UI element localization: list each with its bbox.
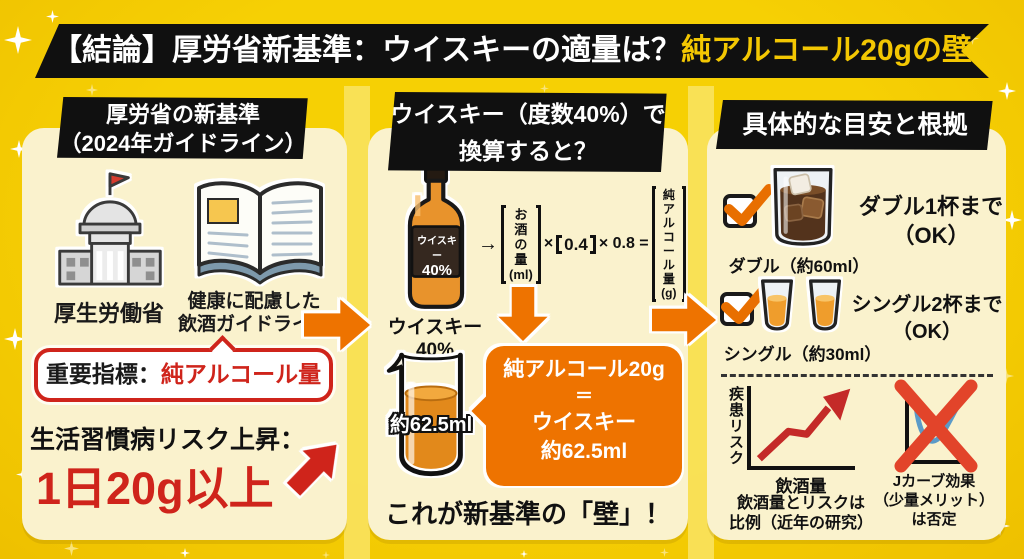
right-panel-header: 具体的な目安と根拠: [716, 100, 993, 150]
panel-conversion: ウイスキー 40% ウイスキー 40% → お酒の 量(ml) × 0.4: [368, 128, 688, 540]
page-title: 【結論】厚労省新基準：ウイスキーの適量は？: [52, 34, 682, 67]
left-panel-header: 厚労省の新基準 （2024年ガイドライン）: [57, 97, 308, 159]
conversion-callout: 純アルコール20g ＝ ウイスキー 約62.5ml: [471, 346, 682, 486]
left-header-line2: （2024年ガイドライン）: [59, 131, 307, 156]
risk-chart-caption: 飲酒量とリスクは 比例（近年の研究）: [728, 495, 873, 532]
jcurve-caption: Jカーブ効果 （少量メリット） は否定: [873, 473, 994, 528]
ministry-label: 厚生労働省: [53, 301, 164, 326]
right-arrow-icon: [304, 296, 370, 354]
callout-tail: [208, 335, 236, 362]
bottle-label: ウイスキー 40%: [417, 236, 457, 279]
whiskey-bottle-icon: ウイスキー 40%: [394, 164, 478, 312]
checkbox-check-icon: [723, 184, 774, 228]
risk-chart-xlabel: 飲酒量: [775, 477, 827, 496]
formula-result: 純アル コール量 (g): [651, 186, 687, 302]
middle-panel-header: ウイスキー（度数40%）で 換算すると？: [388, 92, 667, 172]
left-header-line1: 厚労省の新基準: [105, 102, 260, 127]
title-banner: 【結論】厚労省新基準：ウイスキーの適量は？純アルコール20gの壁: [35, 24, 989, 78]
alcohol-formula: → お酒の 量(ml) × 0.4 × 0.8 = 純アル コール: [478, 186, 687, 302]
dashed-divider: [721, 374, 993, 377]
risk-chart-ylabel: 疾患リスク: [727, 386, 744, 466]
bottle-caption: ウイスキー 40%: [387, 317, 483, 361]
formula-operand: お酒の 量(ml): [501, 204, 541, 284]
shot-glass-icon: [755, 276, 847, 332]
guideline-book-icon: [185, 174, 335, 293]
rocks-glass-icon: [765, 162, 841, 255]
right-arrow-icon: [652, 292, 716, 348]
page-title-highlight: 純アルコール20gの壁: [681, 34, 972, 67]
panel-new-standard: 厚生労働省 健康に配慮した 飲酒ガイドライン 重要指標：純アルコール量 生活習慣…: [22, 128, 347, 540]
risk-chart-icon: [747, 386, 855, 470]
double-rule: ダブル1杯まで （OK）: [858, 194, 1004, 248]
double-caption: ダブル（約60ml）: [728, 257, 870, 276]
risk-threshold: 1日20g以上: [36, 463, 274, 514]
guideline-label: 健康に配慮した 飲酒ガイドライン: [177, 291, 330, 335]
risk-label: 生活習慣病リスク上昇：: [30, 426, 306, 454]
middle-caption: これが新基準の「壁」！: [384, 499, 671, 529]
single-caption: シングル（約30ml）: [723, 345, 882, 364]
formula-factor: 0.4: [556, 234, 596, 254]
beaker-volume-label: 約62.5ml: [389, 414, 473, 436]
formula-arrow: →: [478, 232, 498, 255]
government-building-icon: [52, 166, 168, 293]
beaker-icon: 約62.5ml: [382, 340, 480, 482]
single-rule: シングル2杯まで （OK）: [851, 294, 1003, 343]
panel-guidelines: ダブル（約60ml） ダブル1杯まで （OK） シングル（約30ml） シングル…: [707, 128, 1006, 540]
middle-header-line1: ウイスキー（度数40%）で: [390, 101, 666, 127]
key-metric-callout: 重要指標：純アルコール量: [34, 335, 333, 402]
down-arrow-icon: [495, 287, 551, 341]
middle-header-line2: 換算すると？: [459, 138, 597, 164]
jcurve-crossed-icon: [891, 378, 981, 479]
checkbox-check-icon: [720, 282, 771, 326]
